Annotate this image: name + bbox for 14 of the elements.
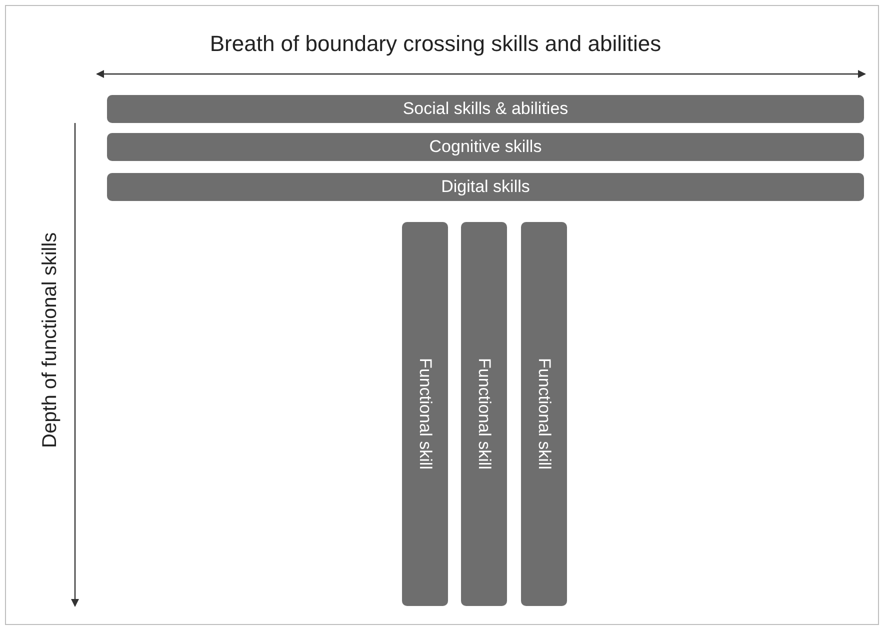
title: Breath of boundary crossing skills and abilities bbox=[208, 30, 662, 58]
vertical-skill-bar bbox=[521, 222, 567, 606]
vertical-skill-bar bbox=[461, 222, 507, 606]
vertical-skill-bar bbox=[402, 222, 448, 606]
skill-bar bbox=[107, 133, 864, 161]
axis-label: Depth of functional skills bbox=[38, 231, 62, 450]
bar-label: Social skills & abilities bbox=[402, 99, 568, 119]
bar-label: Cognitive skills bbox=[429, 137, 542, 157]
bar-label: Digital skills bbox=[441, 177, 530, 197]
skill-bar bbox=[107, 173, 864, 201]
bar-label: Functional skill bbox=[534, 358, 554, 470]
bar-label: Functional skill bbox=[415, 358, 435, 470]
skill-bar bbox=[107, 95, 864, 123]
bar-label: Functional skill bbox=[474, 358, 494, 470]
